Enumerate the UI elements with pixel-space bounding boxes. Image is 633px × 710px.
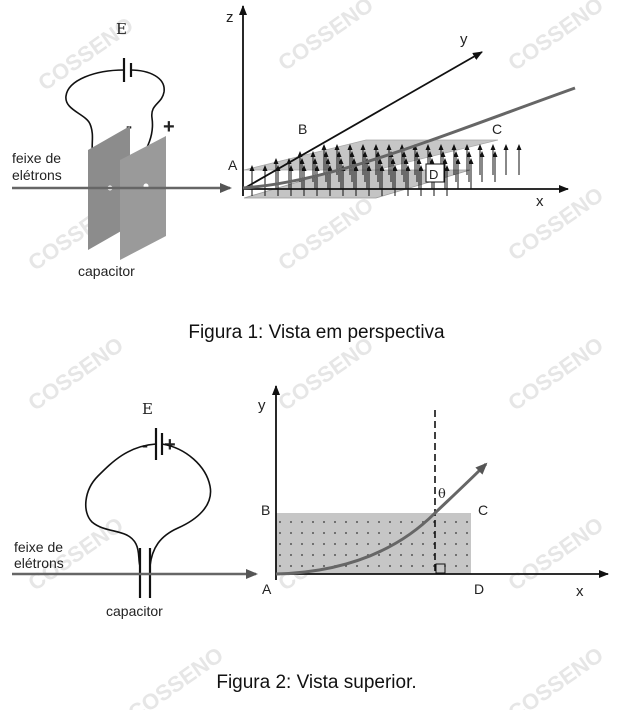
battery-wire	[65, 69, 165, 161]
axis-label-x: x	[536, 193, 544, 210]
field-arrows-up	[249, 144, 522, 196]
point-A-label: A	[262, 581, 272, 597]
y-axis	[242, 51, 483, 190]
capacitor-label: capacitor	[78, 263, 135, 279]
watermark-stamp: COSSENO	[503, 512, 607, 596]
axis-label-z: z	[226, 9, 234, 26]
figure1-caption: Figura 1: Vista em perspectiva	[188, 322, 445, 343]
beam-label-line1: feixe de	[12, 150, 61, 166]
beam-label-line2: elétrons	[12, 167, 62, 183]
axis-label-y: y	[258, 397, 266, 414]
point-C-label: C	[492, 121, 502, 137]
watermark-stamp: COSSENO	[273, 332, 377, 416]
axis-label-x: x	[576, 583, 584, 600]
watermark-stamp: COSSENO	[503, 332, 607, 416]
watermark-stamp: COSSENO	[23, 332, 127, 416]
electron-trajectory	[275, 462, 488, 576]
point-B-label: B	[261, 502, 270, 518]
point-D-label: D	[474, 581, 484, 597]
watermark-stamp: COSSENO	[503, 182, 607, 266]
right-angle-marker	[435, 563, 446, 574]
beam-label-line1: feixe de	[14, 539, 63, 555]
field-region-dots	[276, 513, 471, 574]
figure1-perspective: E - + feixe de elétrons capacitor z y x …	[12, 5, 576, 279]
capacitor-minus-label: -	[126, 116, 132, 136]
battery-wire	[85, 443, 212, 567]
battery-label: E	[116, 20, 127, 38]
battery-label: E	[142, 400, 153, 418]
figure2-top-view: E - + feixe de elétrons capacitor y x A …	[12, 385, 609, 619]
point-A-label: A	[228, 157, 238, 173]
point-C-label: C	[478, 502, 488, 518]
beam-label-line2: elétrons	[14, 555, 64, 571]
point-B-label: B	[298, 121, 307, 137]
point-D-label: D	[429, 167, 438, 182]
capacitor-plate-right	[120, 136, 166, 260]
capacitor-plus-label: +	[163, 116, 175, 138]
electron-trajectory	[242, 86, 576, 190]
field-region-top-plane	[243, 139, 499, 171]
axis-label-y: y	[460, 31, 468, 48]
watermark-stamp: COSSENO	[273, 192, 377, 276]
figure2-caption: Figura 2: Vista superior.	[216, 672, 417, 693]
capacitor-label: capacitor	[106, 603, 163, 619]
point-D-box	[425, 163, 445, 183]
watermark-stamp: COSSENO	[503, 0, 607, 76]
theta-label: θ	[438, 487, 446, 502]
watermark-stamp: COSSENO	[273, 0, 377, 76]
